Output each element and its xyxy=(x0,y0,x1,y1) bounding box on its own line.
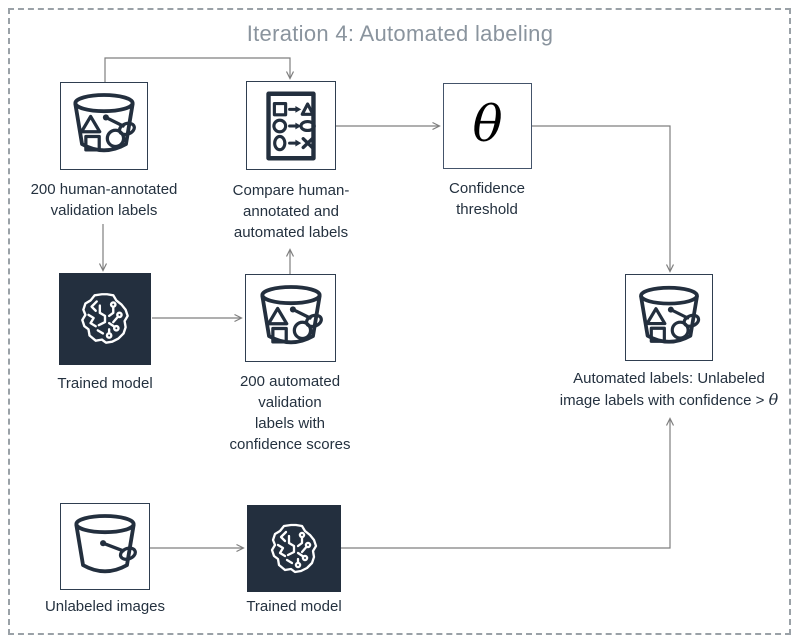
machine-learning-model-icon xyxy=(270,523,318,573)
s3-bucket-empty-icon xyxy=(74,513,137,573)
node-confidence-threshold: θ xyxy=(443,83,532,169)
node-unlabeled-images-bucket xyxy=(60,503,150,590)
s3-bucket-with-objects-icon xyxy=(73,93,136,153)
node-trained-model-bottom xyxy=(247,505,341,592)
label-output-bucket: Automated labels: Unlabeled image labels… xyxy=(547,368,791,411)
compare-labels-icon xyxy=(266,91,316,160)
node-compare-labels xyxy=(246,81,336,170)
page-title: Iteration 4: Automated labeling xyxy=(246,21,554,46)
label-output-bucket-text: Automated labels: Unlabeled image labels… xyxy=(559,370,765,409)
s3-bucket-with-objects-icon xyxy=(259,285,323,345)
label-trained-model-bottom: Trained model xyxy=(246,598,342,615)
theta-symbol: θ xyxy=(472,95,503,153)
machine-learning-model-icon xyxy=(81,293,129,344)
node-validation-labels-bucket xyxy=(60,82,148,170)
s3-bucket-with-objects-icon xyxy=(639,285,701,344)
label-trained-model-top: Trained model xyxy=(57,375,153,392)
node-automated-validation-bucket xyxy=(245,274,336,362)
label-unlabeled-images: Unlabeled images xyxy=(44,598,166,615)
label-compare-labels: Compare human- annotated and automated l… xyxy=(232,182,350,241)
node-output-bucket xyxy=(625,274,713,361)
label-confidence-threshold: Confidence threshold xyxy=(449,180,525,218)
theta-inline-symbol: θ xyxy=(768,390,779,409)
label-automated-validation-bucket: 200 automated validation labels with con… xyxy=(229,373,351,453)
node-trained-model-top xyxy=(59,273,151,365)
label-validation-bucket: 200 human-annotated validation labels xyxy=(30,181,178,219)
